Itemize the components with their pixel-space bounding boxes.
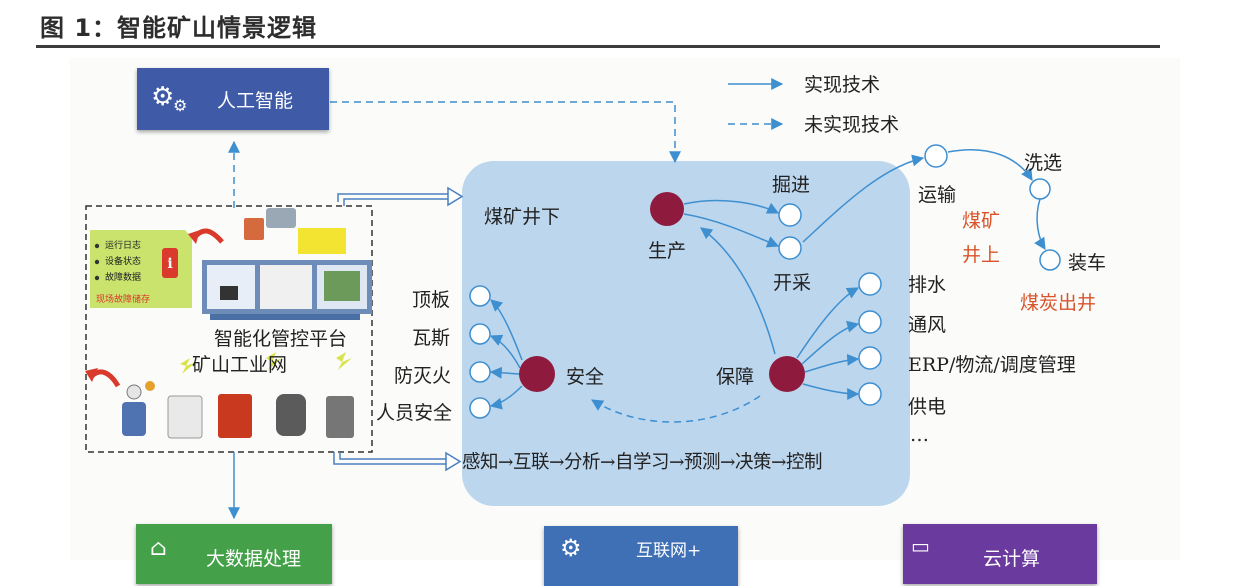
support-item-drainage: 排水: [908, 274, 947, 296]
safety-node: [519, 356, 555, 392]
safety-roof-node: [469, 285, 491, 307]
production-node: [650, 192, 684, 226]
coal-out-label: 煤炭出井: [1020, 292, 1097, 314]
ai-to-production-dashed: [330, 101, 681, 164]
svg-text:i: i: [167, 256, 172, 272]
support-item-power: 供电: [908, 396, 947, 418]
mining-node: [778, 236, 802, 260]
info-card-footer: 现场故障储存: [96, 295, 151, 305]
platform-label: 智能化管控平台: [214, 328, 348, 350]
server-equipment-icon: [244, 208, 346, 254]
safety-item-fire: 防灭火: [394, 365, 452, 387]
mining-label: 开采: [773, 272, 812, 294]
support-ventilation-node: [858, 310, 882, 334]
title-rule: [36, 45, 1160, 48]
support-item-erp: ERP/物流/调度管理: [908, 354, 1076, 376]
transport-node: [924, 144, 948, 168]
above-ground-label-line1: 煤矿: [962, 210, 1001, 232]
tunneling-label: 掘进: [772, 174, 811, 196]
safety-personnel-node: [469, 397, 491, 419]
tunneling-node: [778, 203, 802, 227]
loading-label: 装车: [1068, 252, 1107, 274]
mining-to-transport-arrow: [802, 154, 925, 243]
support-erp-node: [858, 346, 882, 370]
platform-to-panel-arrow-bottom: [333, 452, 448, 465]
support-power-node: [858, 382, 882, 406]
safety-item-roof: 顶板: [412, 289, 451, 311]
underground-label: 煤矿井下: [484, 206, 561, 228]
internet-plus-box-label: 互联网+: [636, 541, 702, 561]
transport-label: 运输: [918, 184, 957, 206]
ai-box-label: 人工智能: [217, 90, 294, 112]
pipeline-text: 感知→互联→分析→自学习→预测→决策→控制: [462, 452, 823, 473]
support-node: [769, 356, 805, 392]
cloud-computing-box: ▭ 云计算: [903, 524, 1097, 584]
safety-fire-node: [469, 361, 491, 383]
ai-box: ⚙ ⚙ 人工智能: [137, 68, 329, 130]
bigdata-box-label: 大数据处理: [206, 548, 302, 570]
gear-icon: ⚙: [560, 534, 582, 562]
curved-arrow-icon-bottom: [90, 369, 121, 388]
field-devices-icon: [122, 381, 354, 439]
support-to-safety-dashed: [590, 395, 761, 423]
safety-label: 安全: [566, 366, 605, 388]
cloud-computing-box-label: 云计算: [983, 548, 1041, 570]
legend-unrealized-label: 未实现技术: [804, 114, 900, 136]
safety-gas-node: [469, 323, 491, 345]
info-card-item: 故障数据: [105, 273, 142, 283]
info-card: i: [90, 230, 192, 308]
safety-item-gas: 瓦斯: [412, 327, 451, 349]
gear-small-icon: ⚙: [173, 96, 188, 115]
support-drainage-node: [858, 272, 882, 296]
scenario-diagram: i: [70, 58, 1180, 586]
support-item-ventilation: 通风: [908, 314, 947, 336]
diagram-canvas: i: [85, 78, 1061, 520]
washing-label: 洗选: [1024, 152, 1063, 174]
bigdata-box: ⌂ 大数据处理: [136, 524, 332, 584]
lightning-bolts-icon: [180, 352, 352, 374]
internet-plus-box: ⚙ 互联网+: [544, 526, 738, 586]
platform-to-panel-arrow-top: [337, 193, 450, 206]
support-to-production-arrow: [700, 227, 776, 355]
legend-realized-label: 实现技术: [804, 74, 881, 96]
monitor-wall-icon: [202, 260, 372, 320]
info-card-item: 设备状态: [105, 257, 142, 267]
house-icon: ⌂: [150, 536, 167, 561]
page-title: 图 1：智能矿山情景逻辑: [40, 14, 318, 42]
production-label: 生产: [648, 240, 687, 262]
support-label: 保障: [716, 366, 755, 388]
support-item-more: …: [910, 424, 929, 446]
above-ground-label-line2: 井上: [962, 244, 1001, 266]
gears-icon: ⚙: [151, 82, 175, 112]
monitor-icon: ▭: [911, 534, 930, 558]
platform-dashed-box: [85, 205, 373, 453]
network-label: 矿山工业网: [192, 354, 288, 376]
safety-item-personnel: 人员安全: [376, 402, 453, 424]
washing-node: [1029, 178, 1051, 200]
loading-node: [1039, 249, 1061, 271]
info-card-item: 运行日志: [105, 241, 142, 251]
